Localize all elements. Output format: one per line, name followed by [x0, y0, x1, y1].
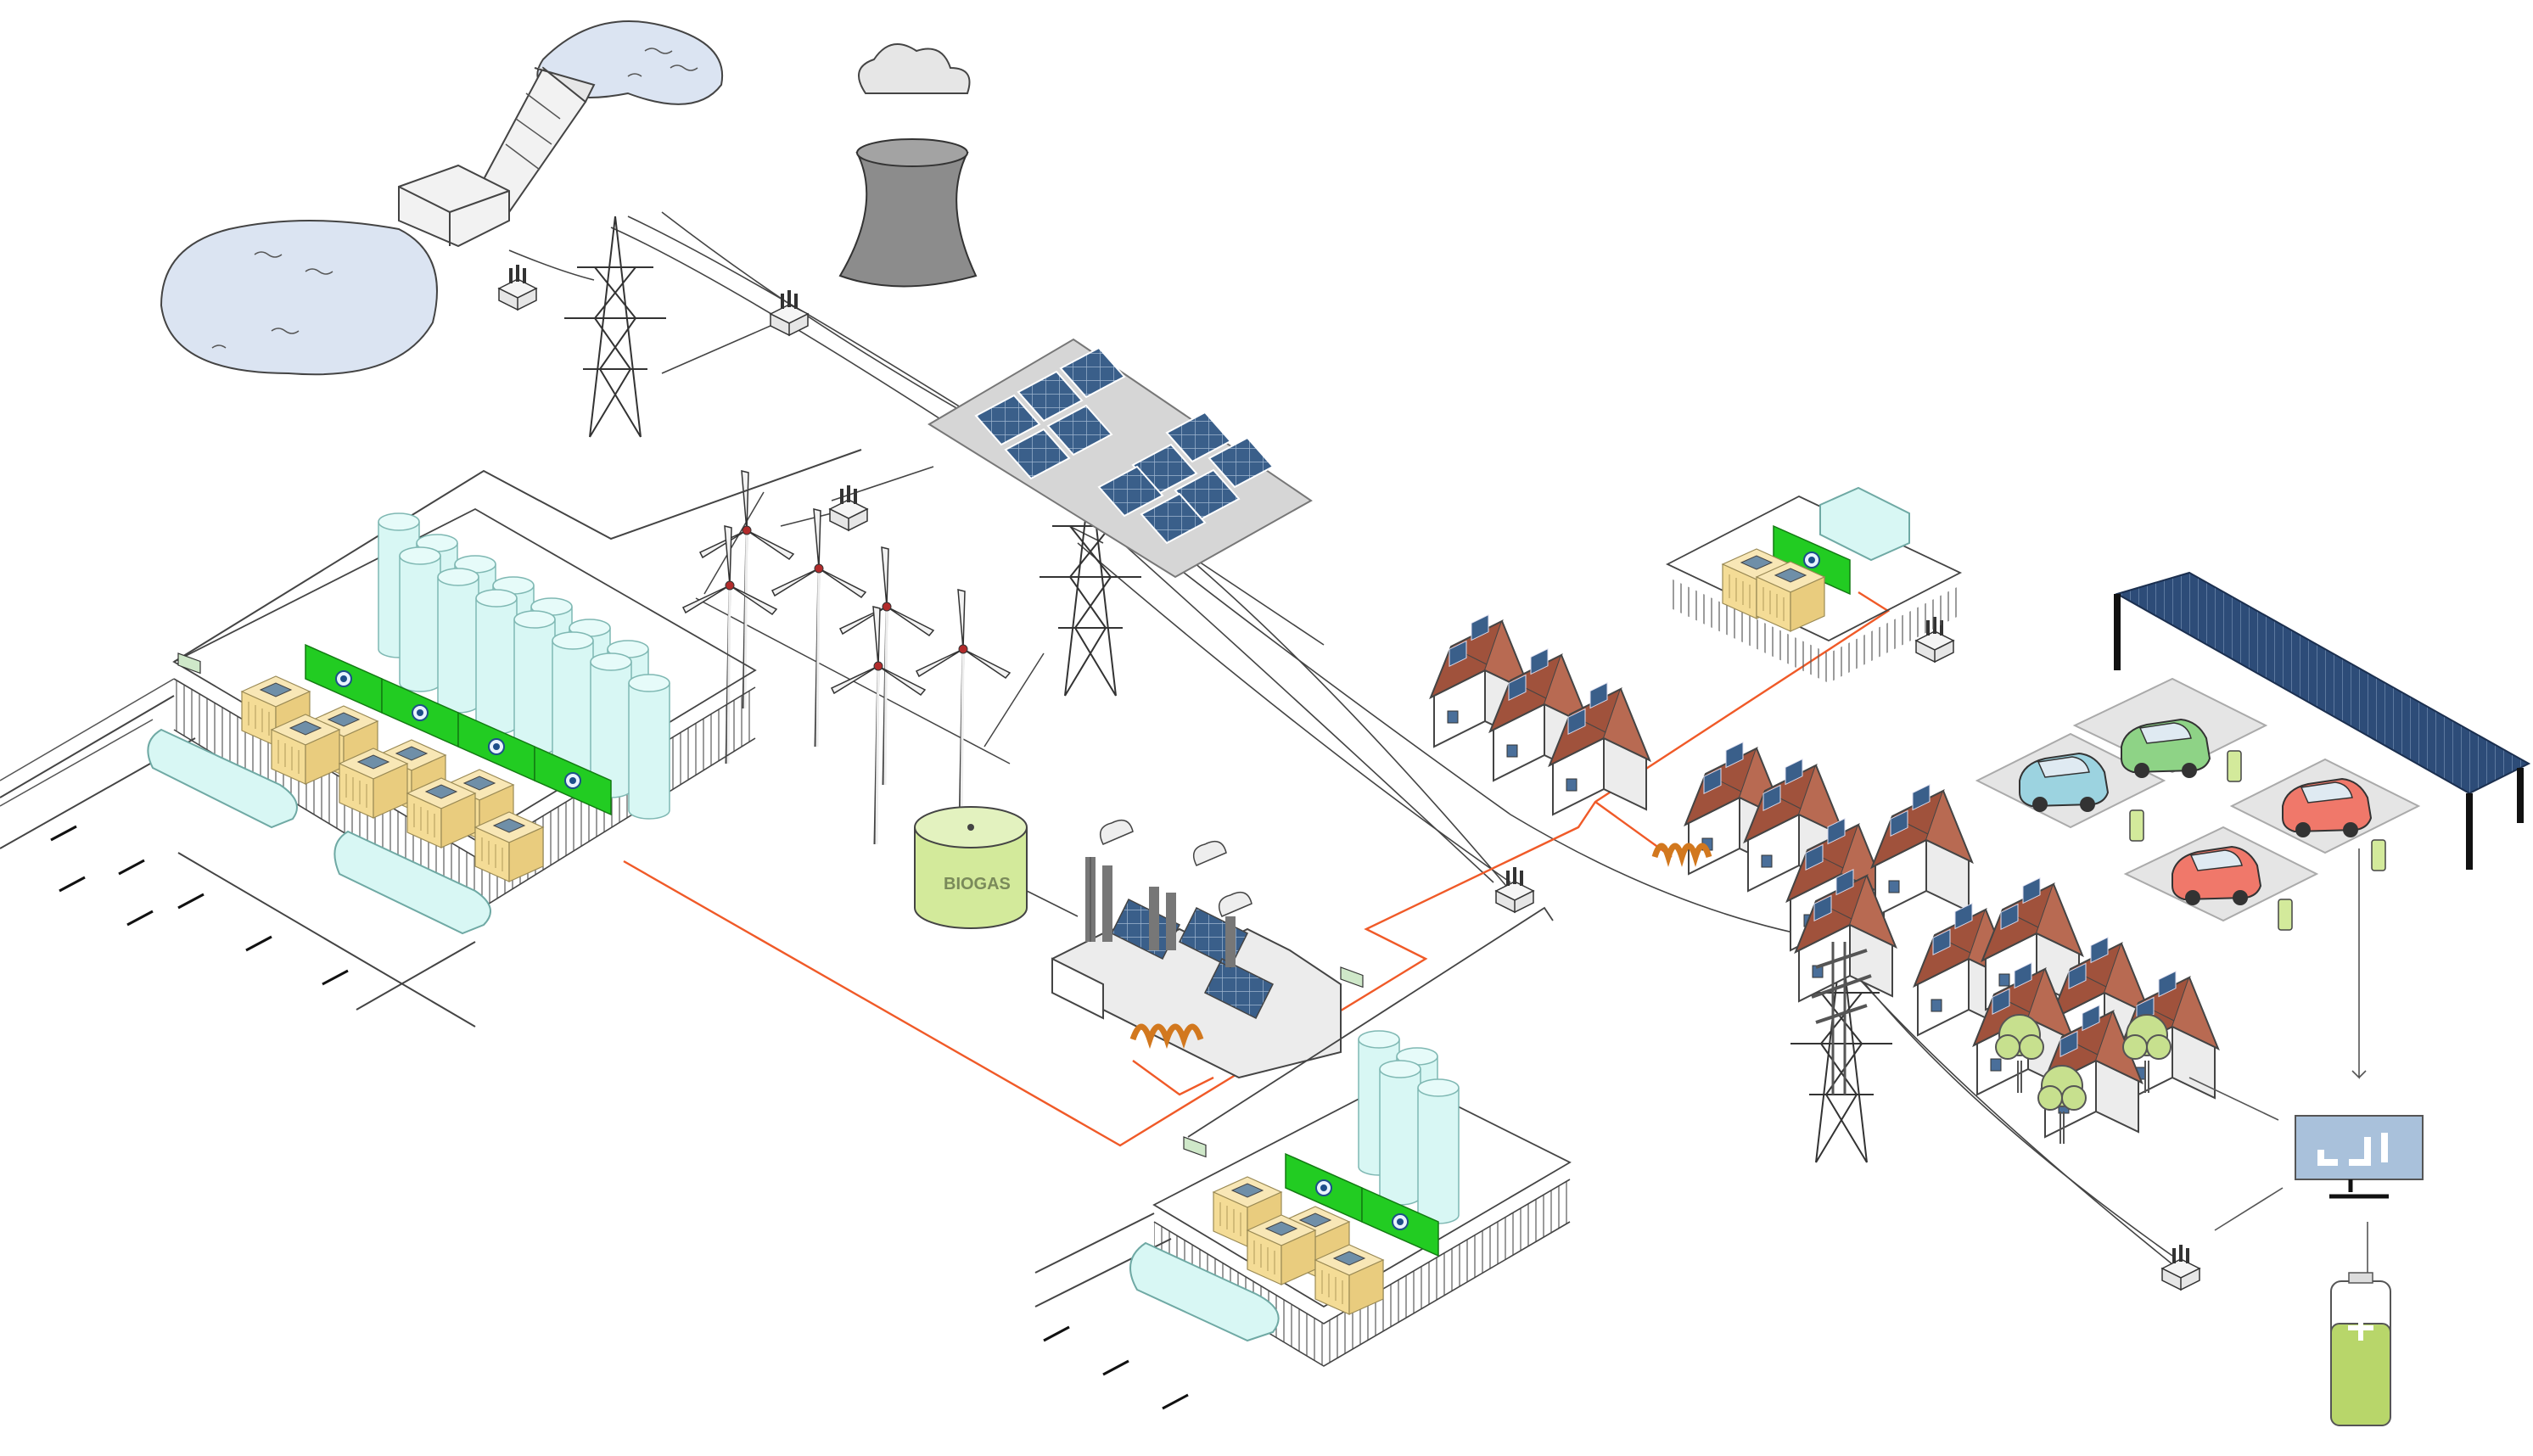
bar-chart-monitor-icon — [2188, 848, 2424, 1231]
ev-parking — [1975, 677, 2421, 931]
transformer-town — [1494, 865, 1535, 914]
cooling-tower — [838, 43, 978, 288]
storage-plant-secondary — [1034, 906, 1572, 1410]
transformer-nuclear — [769, 288, 810, 337]
transformer-consumer — [2160, 1243, 2201, 1291]
industrial-factory — [1051, 819, 1364, 1079]
pylon-1 — [563, 216, 667, 438]
hydro-dam — [160, 20, 724, 376]
solar-carport — [2114, 571, 2531, 870]
transformer-grid — [828, 484, 869, 532]
biogas-tank: BIOGAS — [914, 806, 1079, 929]
housing — [1430, 613, 2219, 1138]
transmission-lines — [508, 211, 2173, 1265]
storage-depot — [1665, 486, 1963, 683]
biogas-label: BIOGAS — [944, 875, 1011, 893]
utility-pole — [1811, 942, 1872, 1095]
wind-farm — [681, 469, 1045, 846]
battery-plus-icon — [2330, 1222, 2391, 1426]
transformer-hydro — [497, 263, 538, 311]
solar-field — [927, 338, 1313, 579]
storage-plant-main — [0, 449, 862, 1028]
